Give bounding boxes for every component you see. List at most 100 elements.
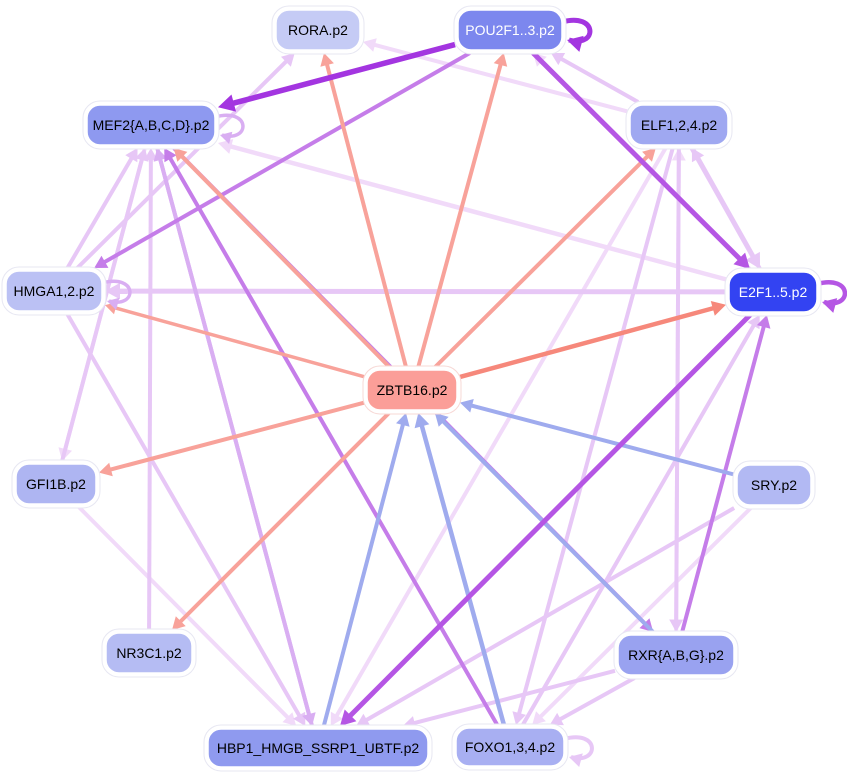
edge-HMGA1-MEF2 [65,148,138,270]
edge-FOXO-MEF2-arrowhead [164,148,177,163]
edge-ELF1-RORA-arrowhead [363,38,377,52]
node-box-HMGA1 [5,270,103,312]
edge-ZBTB16-E2F1 [459,300,726,380]
edge-POU2F1-HMGA1-arrowhead [94,255,109,268]
node-RORA[interactable]: RORA.p2 [271,5,365,55]
edge-E2F1-MEF2-line [228,143,727,282]
edge-ZBTB16-MEF2-line [179,153,391,369]
node-SRY[interactable]: SRY.p2 [732,460,816,510]
edge-HBP1-ZBTB16 [321,413,410,727]
node-ZBTB16[interactable]: ZBTB16.p2 [362,365,462,415]
edge-ZBTB16-GFI1B-line [108,400,365,473]
node-E2F1[interactable]: E2F1..5.p2 [724,267,822,317]
node-label-RXR: RXR{A,B,G}.p2 [628,647,724,663]
node-label-NR3C1: NR3C1.p2 [116,645,182,661]
edge-NR3C1-MEF2 [143,148,158,631]
edge-NR3C1-MEF2-arrowhead [143,148,158,161]
node-RXR[interactable]: RXR{A,B,G}.p2 [613,630,739,680]
node-MEF2[interactable]: MEF2{A,B,C,D}.p2 [82,100,220,150]
edge-ZBTB16-MEF2 [173,148,391,369]
node-box-HBP1 [207,728,429,768]
edge-GFI1B-HBP1-line [77,505,291,721]
edge-ZBTB16-E2F1-line [459,305,717,380]
edge-POU2F1-E2F1-line [531,51,744,263]
node-HBP1[interactable]: HBP1_HMGB_SSRP1_UBTF.p2 [203,724,433,772]
edge-SRY-HBP1-arrowhead [356,713,371,726]
edge-E2F1-HBP1 [339,313,752,726]
edge-ELF1-RXR-arrowhead [669,619,684,632]
edge-HMGA1-HBP1 [65,312,306,726]
node-box-SRY [736,464,812,506]
self-loop-HMGA1-arrowhead [107,297,120,311]
edge-FOXO-ZBTB16 [414,413,507,726]
edge-ZBTB16-ELF1-line [433,153,651,369]
edge-ZBTB16-ELF1 [433,148,656,369]
node-label-RORA: RORA.p2 [288,22,348,38]
edge-GFI1B-MEF2-arrowhead [134,148,149,162]
node-HMGA1[interactable]: HMGA1,2.p2 [1,266,107,316]
edge-E2F1-MEF2-arrowhead [218,139,234,154]
edge-E2F1-MEF2 [218,139,727,282]
edge-FOXO-E2F1-arrowhead [747,315,760,330]
node-box-ELF1 [629,104,729,146]
edge-ELF1-POU2F1-line [558,56,640,104]
edge-POU2F1-MEF2-arrowhead [218,94,237,112]
edge-ELF1-POU2F1 [550,52,640,104]
node-label-HBP1: HBP1_HMGB_SSRP1_UBTF.p2 [217,740,420,756]
edge-HBP1-ZBTB16-line [321,422,406,727]
edge-ZBTB16-HMGA1 [105,301,365,379]
edge-SRY-ZBTB16-line [469,403,735,477]
edge-MEF2-HBP1 [155,147,316,726]
edge-ELF1-FOXO-line [516,147,675,716]
edge-RXR-FOXO-line [557,676,636,722]
edge-E2F1-HMGA1-arrowhead [105,282,121,300]
node-box-E2F1 [728,271,818,313]
edge-SRY-ZBTB16 [460,398,735,477]
self-loop-POU2F1 [561,17,593,52]
edge-MEF2-HBP1-arrowhead [302,712,316,726]
node-POU2F1[interactable]: POU2F1..3.p2 [453,5,567,55]
edge-SRY-HBP1-line [363,506,736,723]
edge-SRY-FOXO-line [537,506,753,720]
self-loop-POU2F1-arrowhead [567,35,584,52]
edge-HMGA1-MEF2-line [65,155,135,270]
edge-ZBTB16-POU2F1 [416,53,508,368]
edge-GFI1B-HBP1 [77,505,297,726]
edge-FOXO-MEF2-line [167,155,500,726]
node-NR3C1[interactable]: NR3C1.p2 [101,628,197,678]
edge-POU2F1-MEF2 [218,41,456,112]
edge-POU2F1-HMGA1-line [101,51,471,265]
edge-ZBTB16-MEF2-arrowhead [173,148,188,162]
edge-FOXO-MEF2 [164,148,500,726]
self-loop-E2F1-arrowhead [822,298,838,313]
edge-ZBTB16-RORA [320,53,408,368]
node-GFI1B[interactable]: GFI1B.p2 [11,459,101,509]
edge-RXR-E2F1-line [680,324,767,633]
edge-ZBTB16-NR3C1-arrowhead [172,616,186,630]
node-FOXO[interactable]: FOXO1,3,4.p2 [451,723,569,771]
edge-POU2F1-E2F1 [531,51,750,269]
edge-RXR-FOXO [549,676,636,726]
node-label-ELF1: ELF1,2,4.p2 [641,117,717,133]
node-label-POU2F1: POU2F1..3.p2 [465,22,555,38]
node-label-HMGA1: HMGA1,2.p2 [14,283,95,299]
edge-ELF1-E2F1-line [689,146,757,260]
node-ELF1[interactable]: ELF1,2,4.p2 [625,100,733,150]
edge-GFI1B-HBP1-arrowhead [282,712,297,726]
edge-RXR-E2F1 [680,315,771,633]
edge-HMGA1-RORA-line [75,58,290,270]
edge-RXR-ZBTB16-line [440,418,655,634]
edge-RXR-E2F1-arrowhead [756,315,771,329]
edge-RXR-FOXO-arrowhead [549,712,564,726]
edge-ZBTB16-RORA-arrowhead [320,53,334,67]
edge-ELF1-FOXO-arrowhead [512,711,526,725]
node-label-MEF2: MEF2{A,B,C,D}.p2 [93,117,210,133]
edge-POU2F1-MEF2-line [229,41,456,107]
edge-ELF1-HBP1-line [333,146,668,719]
node-box-RXR [617,634,735,676]
node-label-GFI1B: GFI1B.p2 [26,476,86,492]
edge-E2F1-HBP1-arrowhead [339,709,357,726]
node-box-NR3C1 [105,632,193,674]
